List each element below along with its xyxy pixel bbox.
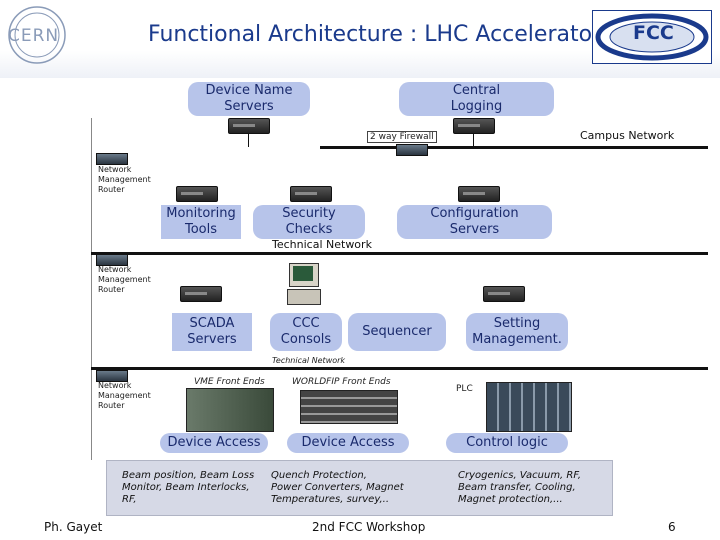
security-checks-label: Security Checks (282, 206, 336, 237)
configuration-servers-label: Configuration Servers (430, 206, 519, 237)
nmr-label-3: Network Management Router (98, 381, 151, 410)
technical-network-line-2 (91, 367, 708, 370)
server-icon (176, 186, 218, 202)
control-logic-box: Control logic (446, 433, 568, 453)
vme-front-ends-label: VME Front Ends (194, 377, 265, 387)
scada-servers-box: SCADA Servers (172, 313, 252, 351)
router-icon (96, 153, 128, 165)
footer-event: 2nd FCC Workshop (312, 520, 426, 534)
scada-servers-label: SCADA Servers (187, 316, 237, 347)
firewall-icon (396, 144, 428, 156)
central-logging-box: Central Logging (399, 82, 554, 116)
server-icon (458, 186, 500, 202)
plc-icon (486, 382, 572, 432)
device-access-label-1: Device Access (167, 435, 261, 450)
sequencer-label: Sequencer (362, 324, 432, 339)
description-right: Cryogenics, Vacuum, RF, Beam transfer, C… (458, 470, 582, 505)
configuration-servers-box: Configuration Servers (397, 205, 552, 239)
monitoring-tools-box: Monitoring Tools (161, 205, 241, 239)
control-logic-label: Control logic (466, 435, 548, 450)
technical-network-label: Technical Network (272, 238, 372, 251)
server-icon (483, 286, 525, 302)
nmr-label-1: Network Management Router (98, 165, 151, 194)
ccc-consols-box: CCC Consols (270, 313, 342, 351)
setting-management-label: Setting Management. (472, 316, 562, 347)
device-access-label-2: Device Access (301, 435, 395, 450)
router-icon (96, 370, 128, 382)
description-panel (106, 460, 613, 516)
server-icon (180, 286, 222, 302)
campus-network-label: Campus Network (580, 129, 675, 142)
server-icon (290, 186, 332, 202)
network-link (248, 133, 249, 147)
device-name-servers-box: Device Name Servers (188, 82, 310, 116)
description-middle: Quench Protection, Power Converters, Mag… (271, 470, 404, 505)
campus-network-line (320, 146, 708, 149)
ccc-consols-label: CCC Consols (280, 316, 332, 347)
worldfip-rack-icon (300, 390, 398, 424)
network-link (473, 133, 474, 147)
security-checks-box: Security Checks (253, 205, 365, 239)
workstation-icon (287, 263, 321, 305)
description-left: Beam position, Beam Loss Monitor, Beam I… (122, 470, 255, 505)
footer-author: Ph. Gayet (44, 520, 103, 534)
cern-logo: CERN (4, 4, 70, 66)
router-icon (96, 254, 128, 266)
page-number: 6 (668, 520, 676, 534)
vme-crate-icon (186, 388, 274, 432)
monitoring-tools-label: Monitoring Tools (166, 206, 236, 237)
technical-network-line (91, 252, 708, 255)
page-title: Functional Architecture : LHC Accelerato… (148, 22, 602, 47)
device-name-servers-label: Device Name Servers (205, 83, 293, 114)
sequencer-box: Sequencer (348, 313, 446, 351)
firewall-label: 2 way Firewall (367, 131, 437, 143)
technical-network-label-2: Technical Network (272, 356, 346, 365)
fcc-logo-text: FCC (633, 22, 674, 44)
worldfip-front-ends-label: WORLDFIP Front Ends (292, 377, 391, 387)
central-logging-label: Central Logging (450, 83, 503, 114)
server-icon (453, 118, 495, 134)
fcc-logo: FCC (592, 10, 712, 64)
cern-logo-text: CERN (8, 26, 60, 46)
nmr-label-2: Network Management Router (98, 265, 151, 294)
device-access-box-1: Device Access (160, 433, 268, 453)
setting-management-box: Setting Management. (466, 313, 568, 351)
device-access-box-2: Device Access (287, 433, 409, 453)
plc-label: PLC (456, 384, 473, 394)
server-icon (228, 118, 270, 134)
